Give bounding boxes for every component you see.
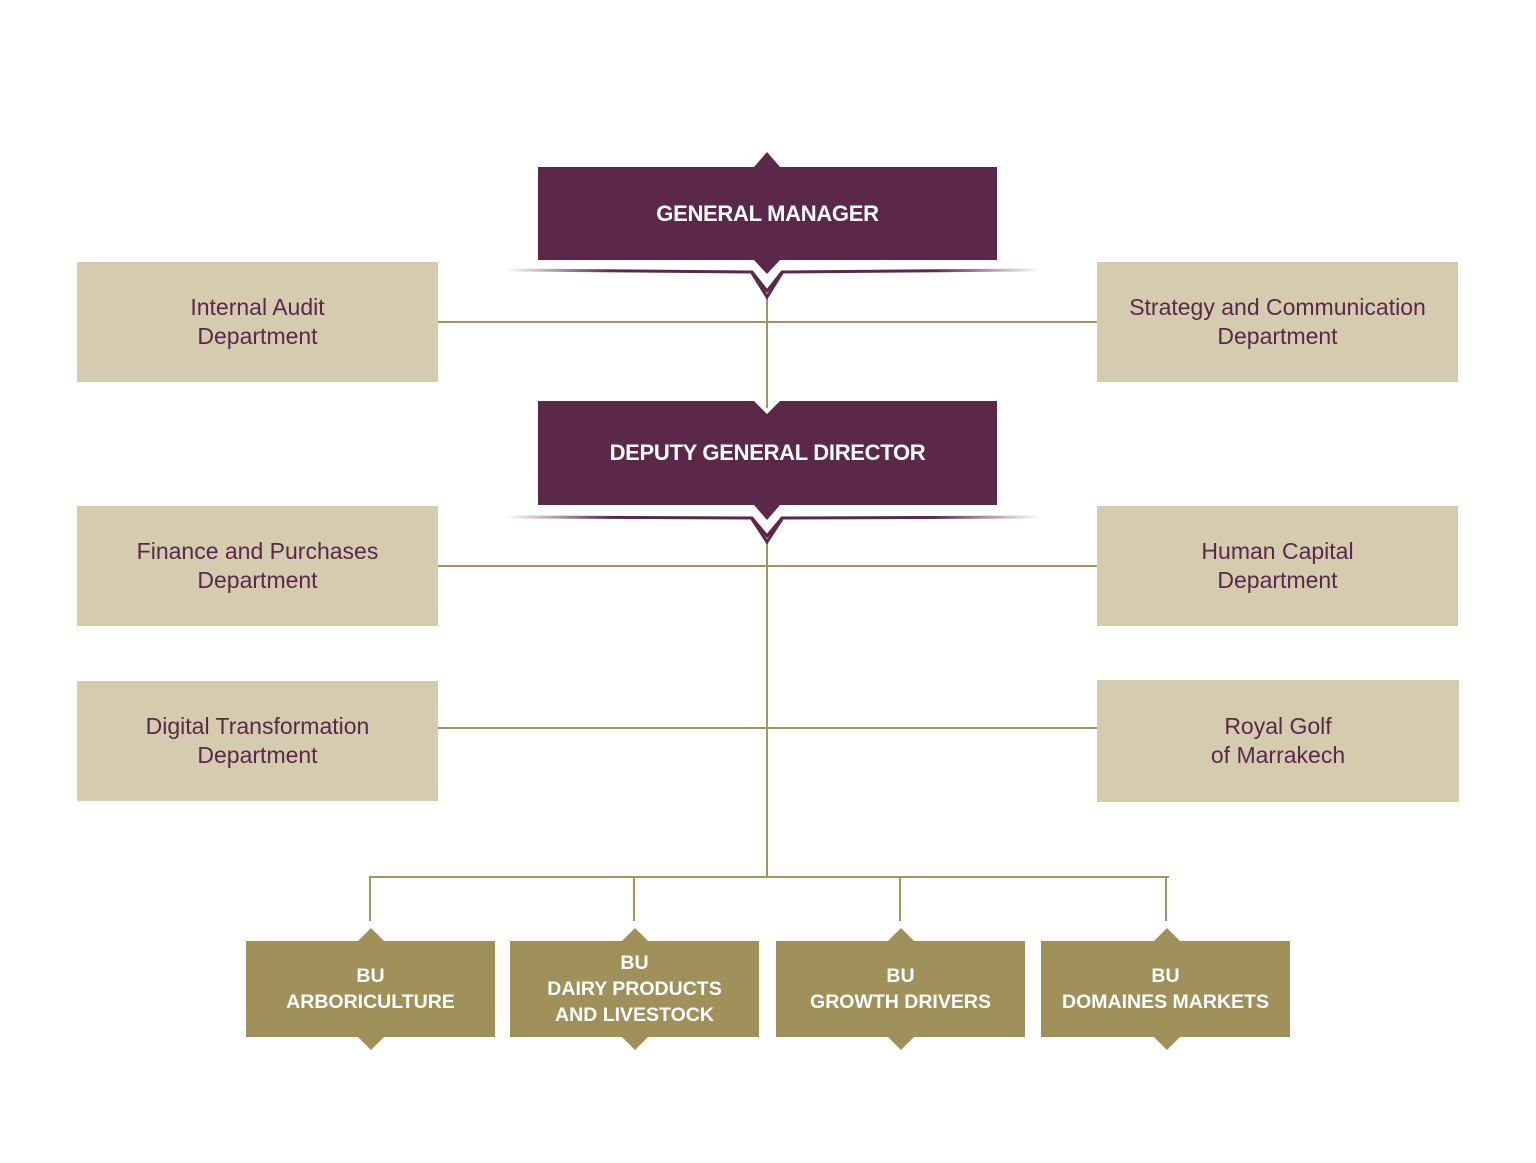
general-manager-shape [504, 152, 1041, 300]
bu-domaines-markets[interactable]: BU DOMAINES MARKETS [1041, 941, 1290, 1037]
bu-dairy-livestock[interactable]: BU DAIRY PRODUCTS AND LIVESTOCK [510, 941, 759, 1037]
connector-bu-4 [1165, 876, 1167, 921]
dept-label: Strategy and Communication Department [1129, 294, 1426, 349]
dept-label: Digital Transformation Department [145, 713, 370, 768]
general-manager-label: GENERAL MANAGER [656, 200, 879, 226]
connector-bu-bar [369, 876, 1169, 878]
deputy-shape [504, 401, 1041, 545]
connector-row-1 [437, 565, 1099, 567]
dept-digital-transformation[interactable]: Digital Transformation Department [77, 681, 438, 801]
bu-label: BU DAIRY PRODUCTS AND LIVESTOCK [547, 952, 722, 1026]
dept-label: Royal Golf of Marrakech [1210, 713, 1346, 768]
bu-growth-drivers[interactable]: BU GROWTH DRIVERS [776, 941, 1025, 1037]
bu-label: BU DOMAINES MARKETS [1062, 965, 1269, 1013]
dept-internal-audit[interactable]: Internal Audit Department [77, 262, 438, 382]
bu-arboriculture[interactable]: BU ARBORICULTURE [246, 941, 495, 1037]
dept-label: Internal Audit Department [190, 294, 325, 349]
dept-finance-purchases[interactable]: Finance and Purchases Department [77, 506, 438, 626]
connector-deputy-trunk [766, 542, 768, 878]
connector-bu-1 [369, 876, 371, 921]
dept-royal-golf-marrakech[interactable]: Royal Golf of Marrakech [1097, 680, 1459, 802]
bu-label: BU GROWTH DRIVERS [810, 965, 991, 1013]
connector-gm-staff [437, 321, 1099, 323]
connector-gm-to-deputy [766, 298, 768, 408]
dept-label: Finance and Purchases Department [136, 538, 379, 593]
connector-bu-3 [899, 876, 901, 921]
deputy-general-director-box[interactable]: DEPUTY GENERAL DIRECTOR [538, 401, 997, 505]
general-manager-box[interactable]: GENERAL MANAGER [538, 167, 997, 260]
dept-human-capital[interactable]: Human Capital Department [1097, 506, 1458, 626]
bu-shapes [246, 928, 1290, 1050]
dept-strategy-communication[interactable]: Strategy and Communication Department [1097, 262, 1458, 382]
deputy-general-director-label: DEPUTY GENERAL DIRECTOR [609, 440, 926, 465]
dept-label: Human Capital Department [1201, 538, 1354, 593]
connector-row-2 [437, 727, 1099, 729]
connector-bu-2 [633, 876, 635, 921]
bu-label: BU ARBORICULTURE [286, 965, 455, 1013]
